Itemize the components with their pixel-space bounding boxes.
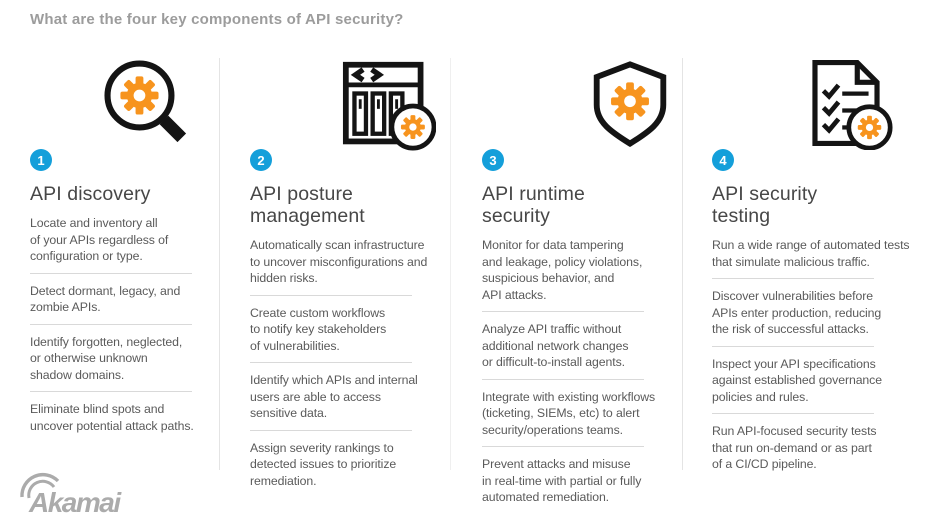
item-divider xyxy=(482,311,644,312)
column-api-discovery: 1 API discovery Locate and inventory all… xyxy=(30,149,220,442)
column-item: Run a wide range of automated tests that… xyxy=(712,238,910,269)
column-item: Detect dormant, legacy, and zombie APIs. xyxy=(30,283,181,315)
column-item: Identify forgotten, neglected, or otherw… xyxy=(30,334,183,382)
column-api-security-testing: 4 API security testing Run a wide range … xyxy=(712,149,912,481)
column-divider xyxy=(450,58,451,470)
item-divider xyxy=(250,362,412,363)
step-number-badge: 2 xyxy=(250,149,272,171)
item-divider xyxy=(30,391,192,392)
item-divider xyxy=(250,429,412,431)
column-item: Inspect your API specifications against … xyxy=(712,356,882,404)
column-item: Run API-focused security tests that run … xyxy=(712,424,877,471)
column-title: API security testing xyxy=(712,183,818,227)
column-item: Assign severity rankings to detected iss… xyxy=(250,440,397,488)
item-divider xyxy=(250,294,412,296)
item-divider xyxy=(712,278,874,279)
column-divider xyxy=(682,58,683,470)
akamai-wordmark: Akamai xyxy=(28,487,122,518)
step-number-badge: 4 xyxy=(712,149,734,171)
page-title: What are the four key components of API … xyxy=(30,11,404,28)
column-api-posture-management: 2 API posture management Automatically s… xyxy=(250,149,458,497)
checklist-gear-icon xyxy=(812,59,893,150)
item-divider xyxy=(30,272,192,274)
column-item: Discover vulnerabilities before APIs ent… xyxy=(712,289,882,336)
item-divider xyxy=(712,413,874,414)
column-item: Monitor for data tampering and leakage, … xyxy=(482,238,643,302)
column-item: Automatically scan infrastructure to unc… xyxy=(250,238,428,285)
step-number-badge: 3 xyxy=(482,149,504,171)
shield-gear-icon xyxy=(593,61,667,148)
column-item: Prevent attacks and misuse in real-time … xyxy=(482,457,642,504)
code-window-gear-icon xyxy=(342,61,436,151)
column-item: Identify which APIs and internal users a… xyxy=(250,373,418,420)
column-item: Eliminate blind spots and uncover potent… xyxy=(30,402,194,433)
column-item: Locate and inventory all of your APIs re… xyxy=(30,216,169,263)
column-title: API posture management xyxy=(250,183,365,227)
item-divider xyxy=(712,345,874,347)
item-divider xyxy=(482,446,644,447)
akamai-logo: Akamai xyxy=(20,473,124,518)
column-item: Create custom workflows to notify key st… xyxy=(250,305,387,353)
step-number-badge: 1 xyxy=(30,149,52,171)
column-title: API runtime security xyxy=(482,183,585,227)
item-divider xyxy=(482,378,644,380)
column-title: API discovery xyxy=(30,183,151,205)
column-item: Analyze API traffic without additional n… xyxy=(482,322,629,369)
column-api-runtime-security: 3 API runtime security Monitor for data … xyxy=(482,149,694,514)
column-item: Integrate with existing workflows (ticke… xyxy=(482,389,656,437)
column-divider xyxy=(219,58,220,470)
item-divider xyxy=(30,323,192,325)
magnifier-gear-icon xyxy=(104,60,187,143)
